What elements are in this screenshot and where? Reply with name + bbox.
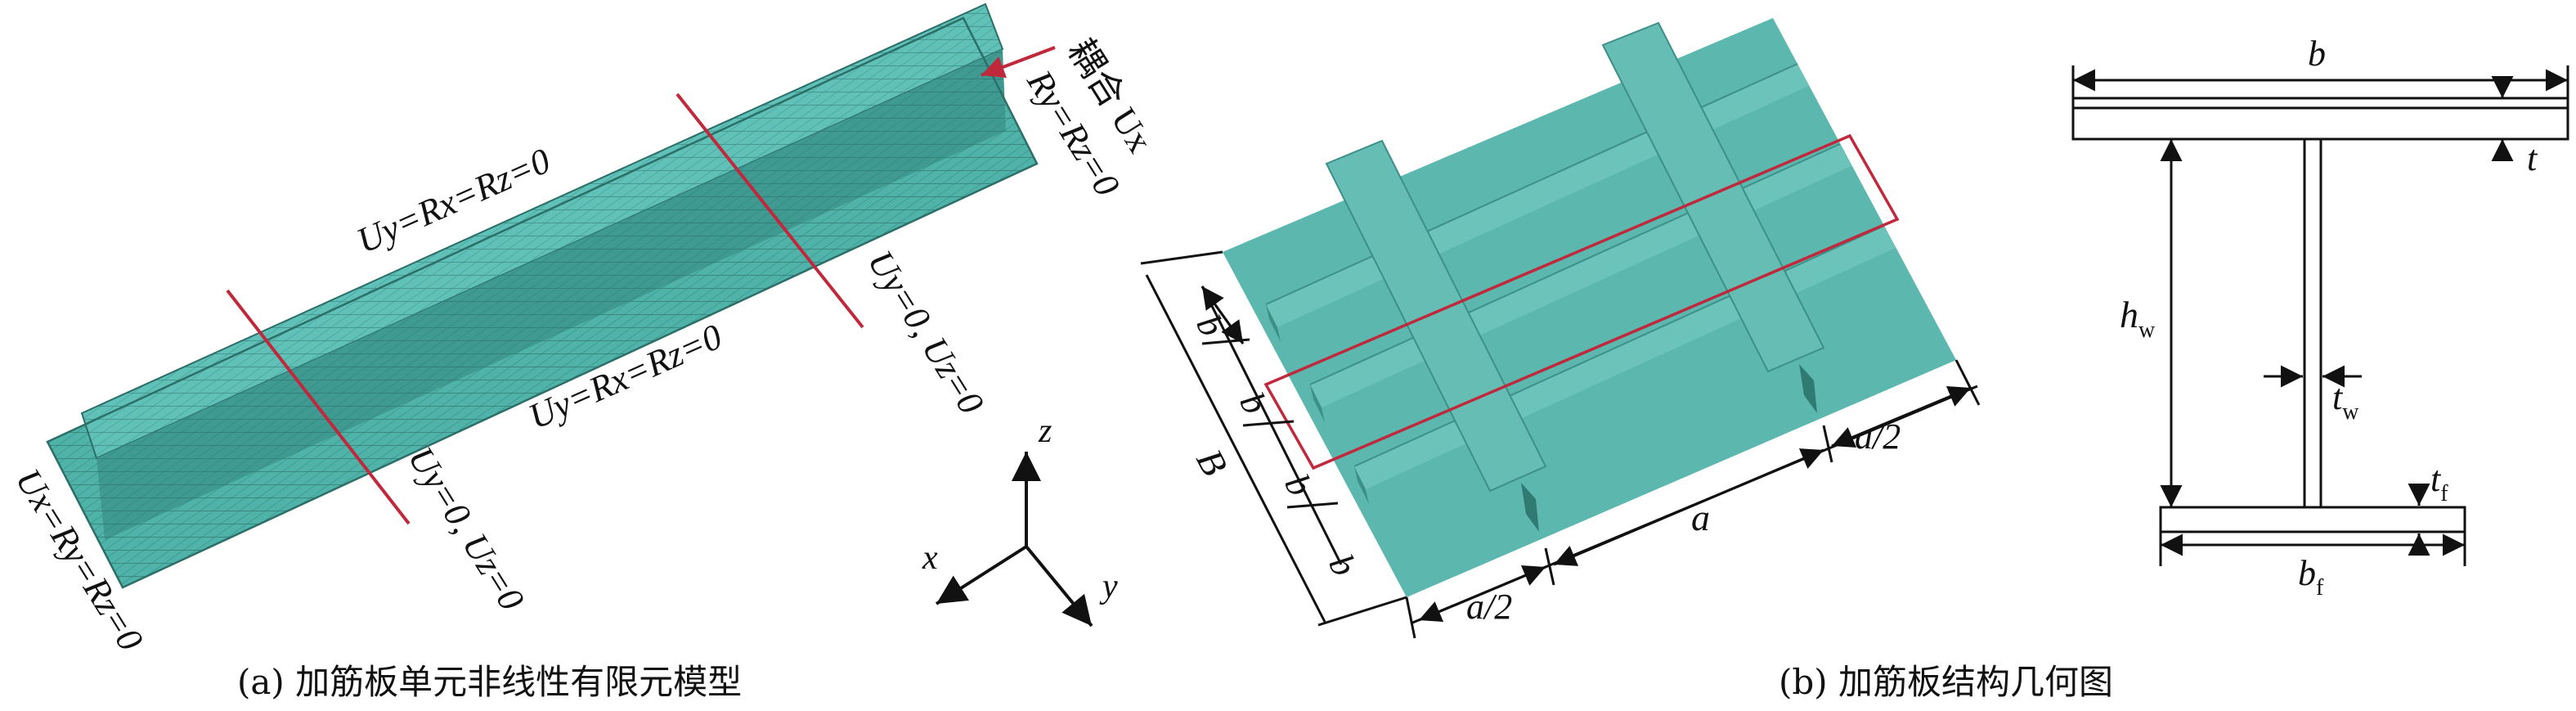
panel-c-section bbox=[2071, 65, 2569, 566]
dim-b-4: b bbox=[1321, 548, 1365, 583]
dim-t: t bbox=[2527, 138, 2538, 178]
bottom-flange bbox=[2159, 506, 2466, 533]
panel-a-fe-model: Uy=Rx=Rz=0 Uy=Rx=Rz=0 Ux=Ry=Rz=0 Uy=0, U… bbox=[8, 2, 1160, 702]
dim-a: a bbox=[1691, 497, 1710, 538]
panel-a-caption: (a) 加筋板单元非线性有限元模型 bbox=[237, 662, 742, 702]
axis-x-label: x bbox=[922, 539, 938, 577]
axis-y-label: y bbox=[1099, 568, 1118, 605]
bc-section1-label: Uy=0, Uz=0 bbox=[401, 439, 532, 617]
dim-hw: hw bbox=[2120, 294, 2156, 343]
dim-tw: tw bbox=[2332, 377, 2359, 425]
section-line-1 bbox=[226, 289, 411, 525]
dim-a-half-left: a/2 bbox=[1466, 587, 1512, 627]
axis-z-label: z bbox=[1038, 412, 1052, 450]
bc-section2-label: Uy=0, Uz=0 bbox=[860, 243, 992, 421]
coupling-arrow bbox=[981, 46, 1056, 79]
panel-c-labels: b t hw tw tf bf bbox=[2120, 34, 2538, 601]
dim-b-top: b bbox=[2308, 34, 2326, 74]
dim-b-1: b bbox=[1188, 308, 1232, 343]
mesh-web-grid bbox=[96, 49, 1006, 540]
dim-B: B bbox=[1188, 443, 1236, 483]
base-plate bbox=[1223, 18, 1956, 597]
dim-tf: tf bbox=[2430, 459, 2448, 506]
dimension-a-chain bbox=[1405, 359, 1981, 639]
panel-b-geometry: b b b b B a/2 a a/2 (b) 加筋板结构几何图 bbox=[1140, 18, 2113, 702]
dim-a-half-right: a/2 bbox=[1855, 416, 1901, 457]
dim-b-3: b bbox=[1277, 468, 1321, 502]
transverse-frames bbox=[1325, 21, 1825, 532]
section-line-2 bbox=[675, 92, 864, 329]
mesh-flange-grid bbox=[82, 4, 1003, 458]
top-flange bbox=[2071, 97, 2569, 141]
dim-bf: bf bbox=[2298, 553, 2324, 601]
axis-triad: z x y bbox=[922, 412, 1118, 628]
dimension-b-chain bbox=[1140, 250, 1407, 627]
model-region-outline bbox=[1263, 133, 1900, 470]
panel-b-caption: (b) 加筋板结构几何图 bbox=[1779, 662, 2113, 702]
